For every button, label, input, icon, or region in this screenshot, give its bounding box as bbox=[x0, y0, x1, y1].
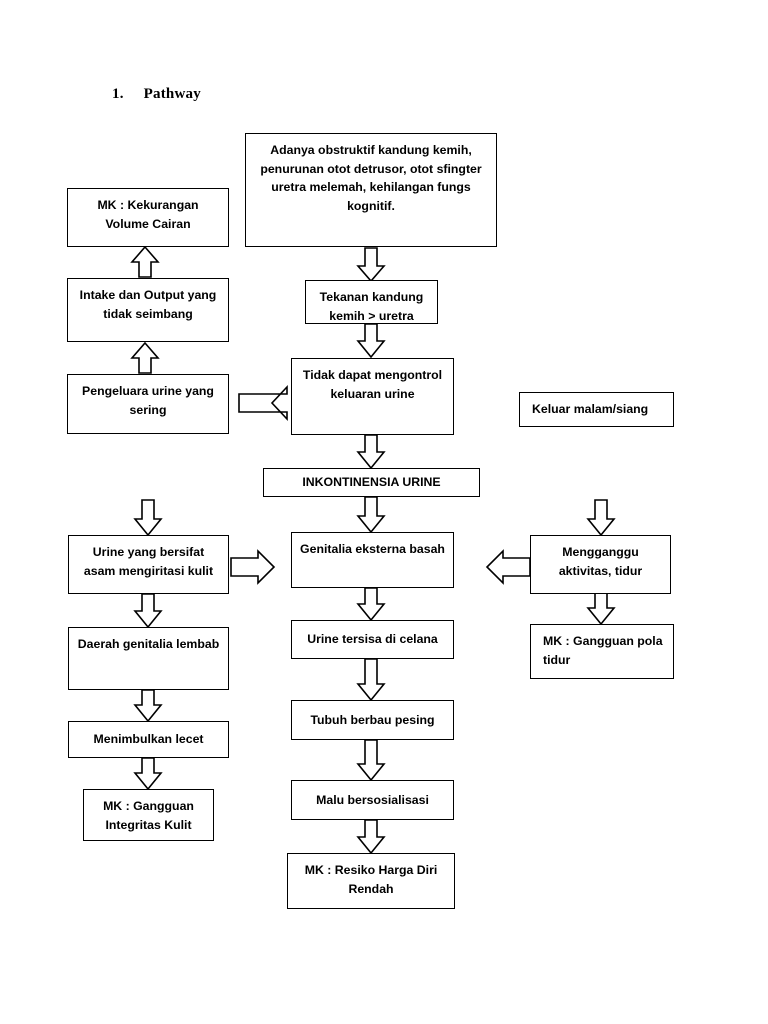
page-title: 1. Pathway bbox=[112, 86, 201, 103]
arrow-lecet-to-mkintegritas bbox=[133, 757, 163, 791]
node-daerah-genitalia-lembab: Daerah genitalia lembab bbox=[68, 627, 229, 690]
arrow-malu-to-mkresiko bbox=[356, 819, 386, 855]
node-intake-dan-output: Intake dan Output yang tidak seimbang bbox=[67, 278, 229, 342]
node-mk-resiko-harga-diri-rendah: MK : Resiko Harga Diri Rendah bbox=[287, 853, 455, 909]
node-inkontinensia-urine: INKONTINENSIA URINE bbox=[263, 468, 480, 497]
node-mk-gangguan-integritas-kulit: MK : Gangguan Integritas Kulit bbox=[83, 789, 214, 841]
node-pengeluara-urine: Pengeluara urine yang sering bbox=[67, 374, 229, 434]
page-title-number: 1. bbox=[112, 86, 124, 102]
node-tekanan-kandung-kemih: Tekanan kandung kemih > uretra bbox=[305, 280, 438, 324]
node-urine-asam: Urine yang bersifat asam mengiritasi kul… bbox=[68, 535, 229, 594]
arrow-urineasam-to-daerahgenitalia bbox=[133, 593, 163, 629]
arrow-tubuh-to-malu bbox=[356, 739, 386, 782]
arrow-daerahgenitalia-to-lecet bbox=[133, 689, 163, 723]
arrow-mengganggu-to-mkpolatidur bbox=[586, 592, 616, 626]
arrow-tekanan-to-tidakdapat bbox=[356, 323, 386, 359]
node-menimbulkan-lecet: Menimbulkan lecet bbox=[68, 721, 229, 758]
arrow-etiology-to-tekanan bbox=[356, 247, 386, 283]
node-etiology: Adanya obstruktif kandung kemih, penurun… bbox=[245, 133, 497, 247]
arrow-urineasam-to-genitalia bbox=[230, 549, 276, 585]
arrow-inkontinensia-to-urineasam bbox=[133, 499, 163, 537]
arrow-urinetersisa-to-tubuh bbox=[356, 658, 386, 702]
arrow-pengeluara-to-intake bbox=[130, 341, 160, 374]
arrow-inkontinensia-to-genitalia bbox=[356, 496, 386, 534]
node-urine-tersisa: Urine tersisa di celana bbox=[291, 620, 454, 659]
arrow-tidakdapat-to-pengeluara bbox=[238, 384, 288, 422]
node-genitalia-eksterna-basah: Genitalia eksterna basah bbox=[291, 532, 454, 588]
node-mk-gangguan-pola-tidur: MK : Gangguan pola tidur bbox=[530, 624, 674, 679]
arrow-intake-to-mkkekurangan bbox=[130, 245, 160, 278]
node-keluar-malam-siang: Keluar malam/siang bbox=[519, 392, 674, 427]
node-malu-bersosialisasi: Malu bersosialisasi bbox=[291, 780, 454, 820]
arrow-genitalia-to-urinetersisa bbox=[356, 587, 386, 622]
node-mk-kekurangan-volume-cairan: MK : Kekurangan Volume Cairan bbox=[67, 188, 229, 247]
node-tubuh-berbau-pesing: Tubuh berbau pesing bbox=[291, 700, 454, 740]
node-tidak-dapat-mengontrol: Tidak dapat mengontrol keluaran urine bbox=[291, 358, 454, 435]
node-mengganggu-aktivitas: Mengganggu aktivitas, tidur bbox=[530, 535, 671, 594]
arrow-inkontinensia-to-mengganggu bbox=[586, 499, 616, 537]
page-title-text: Pathway bbox=[143, 86, 201, 102]
arrow-tidakdapat-to-inkontinensia bbox=[356, 434, 386, 470]
arrow-mengganggu-to-genitalia bbox=[485, 549, 531, 585]
